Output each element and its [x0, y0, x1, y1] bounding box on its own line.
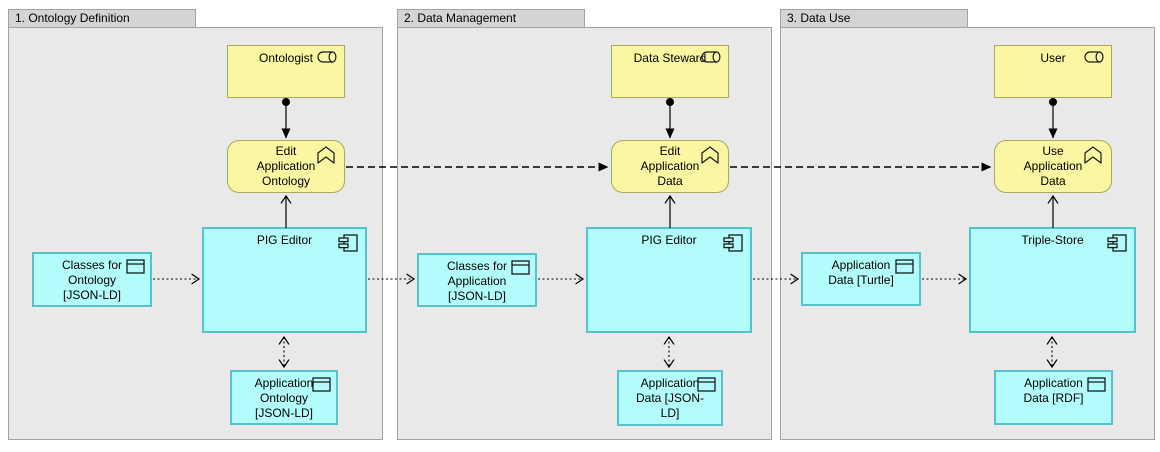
group-tab-data-use[interactable]: 3. Data Use: [780, 9, 968, 28]
data-object-icon: [895, 259, 914, 274]
node-application-data-jsonld[interactable]: Application Data [JSON- LD]: [617, 370, 723, 426]
function-icon: [1084, 146, 1102, 164]
node-label: Edit Application Data: [640, 144, 700, 188]
business-role-icon: [1084, 51, 1104, 63]
data-object-icon: [1087, 377, 1106, 392]
node-label: Application Data [JSON- LD]: [635, 376, 704, 420]
node-label: Data Steward: [633, 51, 707, 65]
node-label: Triple-Store: [1021, 233, 1084, 247]
node-label: Application Data [Turtle]: [828, 258, 894, 287]
node-label: Ontologist: [258, 51, 314, 65]
node-pig-editor-1[interactable]: PIG Editor: [202, 227, 367, 333]
node-label: Application Data [RDF]: [1023, 376, 1084, 405]
group-title: 1. Ontology Definition: [15, 11, 130, 25]
node-user[interactable]: User: [994, 45, 1112, 98]
node-label: PIG Editor: [641, 233, 697, 247]
data-object-icon: [511, 260, 530, 275]
component-icon: [723, 234, 743, 252]
function-icon: [701, 146, 719, 164]
node-label: Classes for Application [JSON-LD]: [446, 259, 508, 303]
node-label: Edit Application Ontology: [256, 144, 316, 188]
data-object-icon: [697, 377, 716, 392]
node-label: User: [1040, 51, 1066, 65]
business-role-icon: [317, 51, 337, 63]
component-icon: [338, 234, 358, 252]
group-title: 3. Data Use: [787, 11, 851, 25]
group-tab-data-management[interactable]: 2. Data Management: [397, 9, 585, 28]
node-label: PIG Editor: [256, 233, 313, 247]
function-icon: [317, 146, 335, 164]
group-title: 2. Data Management: [404, 11, 517, 25]
node-edit-application-data[interactable]: Edit Application Data: [611, 140, 729, 193]
node-classes-for-application[interactable]: Classes for Application [JSON-LD]: [417, 253, 537, 307]
data-object-icon: [312, 377, 331, 392]
node-use-application-data[interactable]: Use Application Data: [994, 140, 1112, 193]
node-data-steward[interactable]: Data Steward: [611, 45, 729, 98]
node-application-data-rdf[interactable]: Application Data [RDF]: [994, 370, 1113, 425]
node-edit-application-ontology[interactable]: Edit Application Ontology: [227, 140, 345, 193]
node-pig-editor-2[interactable]: PIG Editor: [586, 227, 752, 333]
node-triple-store[interactable]: Triple-Store: [969, 227, 1136, 333]
node-label: Classes for Ontology [JSON-LD]: [61, 258, 123, 302]
node-label: Application Ontology [JSON-LD]: [254, 376, 314, 420]
node-classes-for-ontology[interactable]: Classes for Ontology [JSON-LD]: [32, 252, 152, 307]
data-object-icon: [126, 259, 145, 274]
business-role-icon: [701, 51, 721, 63]
node-ontologist[interactable]: Ontologist: [227, 45, 345, 98]
node-label: Use Application Data: [1023, 144, 1083, 188]
node-application-ontology[interactable]: Application Ontology [JSON-LD]: [230, 370, 338, 425]
group-tab-ontology-definition[interactable]: 1. Ontology Definition: [8, 9, 196, 28]
node-application-data-turtle[interactable]: Application Data [Turtle]: [801, 252, 921, 306]
component-icon: [1107, 234, 1127, 252]
